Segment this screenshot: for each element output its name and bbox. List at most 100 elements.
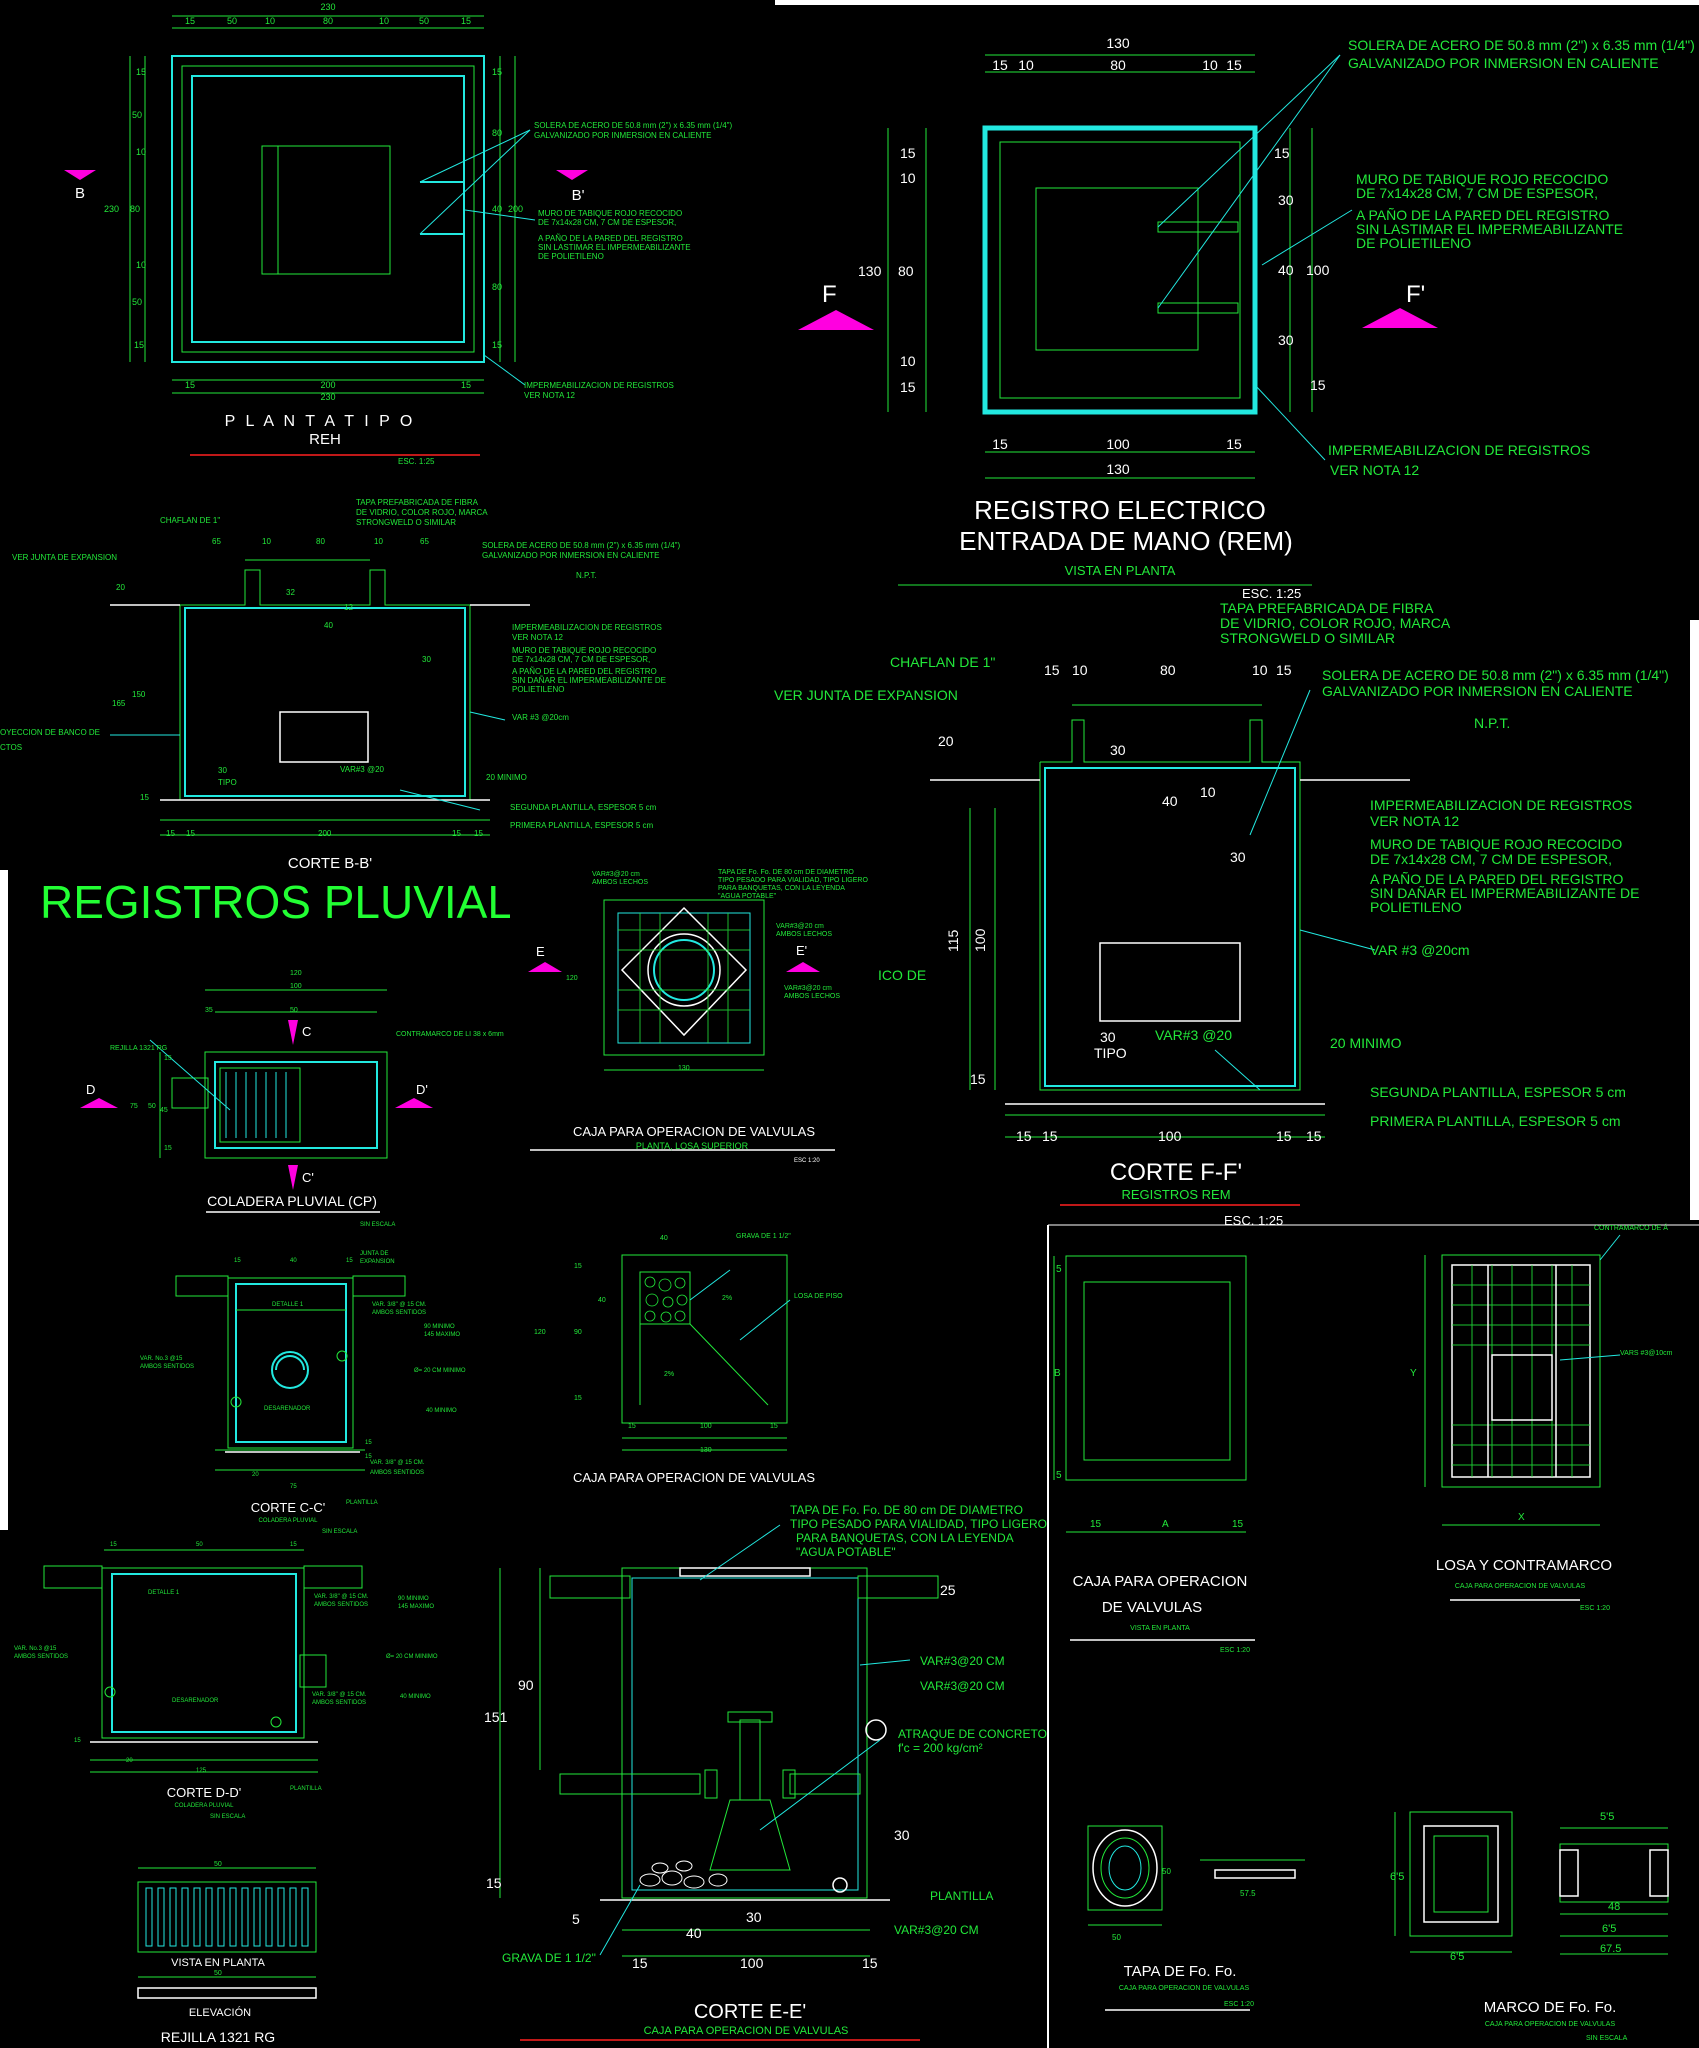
dim: 15	[770, 1423, 778, 1430]
dim: 15	[166, 829, 175, 838]
dim: 5	[572, 1911, 580, 1927]
dim: 30	[894, 1827, 910, 1843]
note-muro: SIN LASTIMAR EL IMPERMEABILIZANTE	[538, 243, 691, 252]
muro: SIN DAÑAR EL IMPERMEABILIZANTE DE	[1370, 885, 1639, 901]
dim: 200	[508, 204, 523, 214]
note-solera: GALVANIZADO POR INMERSION EN CALIENTE	[534, 131, 712, 140]
dim: 115	[945, 929, 961, 952]
dim: A	[1162, 1519, 1169, 1530]
minimo: 20 MINIMO	[486, 773, 527, 782]
muro: SIN DAÑAR EL IMPERMEABILIZANTE DE	[512, 676, 666, 685]
plantilla1: PRIMERA PLANTILLA, ESPESOR 5 cm	[510, 821, 653, 830]
dim: 45	[160, 1107, 168, 1114]
marker: D	[86, 1082, 95, 1097]
label: ATRAQUE DE CONCRETO	[898, 1727, 1047, 1741]
corte-cc-drawing	[175, 1275, 406, 1471]
note-muro: SIN LASTIMAR EL IMPERMEABILIZANTE	[1356, 221, 1623, 237]
label: 145 MAXIMO	[424, 1332, 460, 1338]
valvulas-planta-drawing	[1053, 1255, 1255, 1641]
tapa-scale: ESC 1:20	[1224, 2001, 1254, 2008]
tapa: TAPA PREFABRICADA DE FIBRA	[356, 498, 479, 507]
dim: 151	[484, 1709, 508, 1725]
label: AMBOS LECHOS	[592, 879, 648, 886]
dim: 10	[1018, 57, 1034, 73]
dim: 40	[686, 1925, 702, 1941]
dim: 15	[452, 829, 461, 838]
muro: DE 7x14x28 CM, 7 CM DE ESPESOR,	[512, 655, 650, 664]
label: 2%	[722, 1295, 732, 1302]
dim: 6'5	[1390, 1871, 1404, 1883]
marker: E'	[796, 943, 807, 958]
section-marker-b	[64, 170, 96, 180]
marker-f-label: F	[822, 281, 837, 308]
label: JUNTA DE	[360, 1251, 389, 1257]
imper: VER NOTA 12	[1370, 813, 1459, 829]
coladera-drawing	[149, 989, 388, 1159]
dim: 80	[492, 128, 502, 138]
dim: 15	[365, 1454, 372, 1460]
corte-ff-title: CORTE F-F'	[1110, 1159, 1242, 1186]
planta-reh-subtitle: REH	[309, 431, 341, 448]
tapa: DE VIDRIO, COLOR ROJO, MARCA	[356, 508, 488, 517]
rejilla-drawing	[137, 1867, 317, 1999]
dim: 40	[290, 1258, 297, 1264]
label: DESARENADOR	[264, 1406, 311, 1412]
marker: E	[536, 944, 545, 959]
valvulas-planta-scale: ESC 1:20	[1220, 1647, 1250, 1654]
var: VAR #3 @20cm	[512, 713, 569, 722]
dim: TIPO	[218, 778, 237, 787]
muro: MURO DE TABIQUE ROJO RECOCIDO	[1370, 836, 1622, 852]
dim: 230	[104, 204, 119, 214]
dim: 50	[132, 110, 142, 120]
label: VAR. 3/8" @ 15 CM.	[312, 1692, 367, 1698]
dim: 15	[900, 379, 916, 395]
dim: 15	[1232, 1519, 1244, 1530]
label: 2%	[664, 1371, 674, 1378]
dim: 200	[318, 829, 332, 838]
dim: 75	[290, 1484, 297, 1490]
dim: 30	[1110, 742, 1126, 758]
label: EXPANSION	[360, 1259, 395, 1265]
dim: 40	[1162, 793, 1178, 809]
dim: 130	[1106, 35, 1130, 51]
muro: A PAÑO DE LA PARED DEL REGISTRO	[512, 667, 657, 676]
label: VER JUNTA DE EXPANSION	[12, 553, 117, 562]
corte-ee-drawing	[499, 1524, 939, 2041]
dim: 10	[379, 16, 389, 26]
dim: 30	[422, 655, 431, 664]
dim: 15	[1044, 662, 1060, 678]
valvulas-planta-title-line1: CAJA PARA OPERACION	[1073, 1573, 1248, 1590]
label: VAR#3@20 cm	[776, 923, 824, 930]
note-imper: VER NOTA 12	[1330, 462, 1419, 478]
label: AMBOS SENTIDOS	[370, 1470, 424, 1476]
rem-title-line2: ENTRADA DE MANO (REM)	[959, 526, 1293, 556]
dim: 15	[1016, 1128, 1032, 1144]
muro: MURO DE TABIQUE ROJO RECOCIDO	[512, 646, 656, 655]
label: PLANTILLA	[930, 1889, 993, 1903]
dim: 150	[132, 690, 146, 699]
dim: 15	[346, 1258, 353, 1264]
dim: 15	[632, 1955, 648, 1971]
dim: 50	[214, 1861, 222, 1868]
tapa-drawing	[1087, 1825, 1305, 2011]
solera: SOLERA DE ACERO DE 50.8 mm (2") x 6.35 m…	[482, 541, 681, 550]
label: AMBOS SENTIDOS	[140, 1364, 194, 1370]
dim: 100	[700, 1423, 712, 1430]
tapa: STRONGWELD O SIMILAR	[1220, 630, 1395, 646]
dim: X	[1518, 1512, 1525, 1523]
note-imper: IMPERMEABILIZACION DE REGISTROS	[1328, 442, 1590, 458]
dim: 75	[130, 1103, 138, 1110]
dim: 35	[205, 1007, 213, 1014]
note-solera: GALVANIZADO POR INMERSION EN CALIENTE	[1348, 55, 1659, 71]
label: PARA BANQUETAS, CON LA LEYENDA	[718, 885, 845, 892]
label: 145 MAXIMO	[398, 1604, 434, 1610]
dim: 15	[992, 436, 1008, 452]
dim: 100	[972, 928, 988, 952]
dim: 120	[566, 975, 578, 982]
dim: 15	[110, 1542, 117, 1548]
dim: 32	[286, 588, 295, 597]
label: AMBOS LECHOS	[776, 931, 832, 938]
muro: POLIETILENO	[512, 685, 564, 694]
valvulas-losa-drawing	[530, 899, 835, 1151]
